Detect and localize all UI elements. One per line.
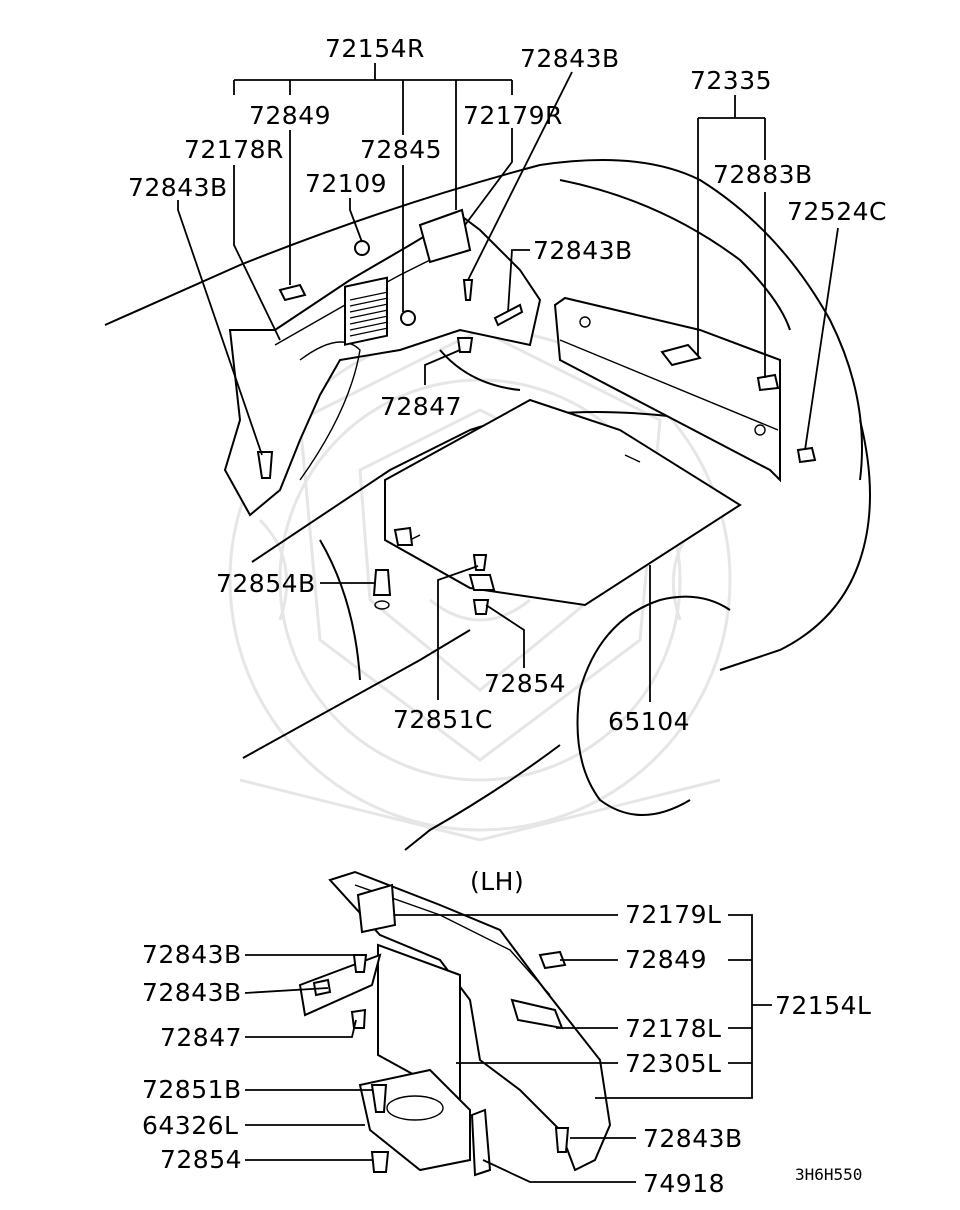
label-72843B-lh3: 72843B: [643, 1124, 743, 1153]
label-72847-top: 72847: [380, 392, 462, 421]
label-72179R: 72179R: [463, 101, 563, 130]
label-72845: 72845: [360, 135, 442, 164]
vehicle-body-outline: [104, 159, 871, 851]
label-72154R: 72154R: [325, 34, 425, 63]
label-72854B: 72854B: [216, 569, 316, 598]
label-72849-top: 72849: [249, 101, 331, 130]
label-72154L: 72154L: [775, 991, 871, 1020]
floor-board-65104: [372, 398, 742, 615]
diagram-code: 3H6H550: [795, 1165, 862, 1184]
label-72843B-lh1: 72843B: [142, 940, 242, 969]
label-72524C: 72524C: [787, 197, 887, 226]
label-72883B: 72883B: [713, 160, 813, 189]
label-72843B-left: 72843B: [128, 173, 228, 202]
label-72847-lh: 72847: [160, 1023, 242, 1052]
label-72109: 72109: [305, 169, 387, 198]
part-labels: 72154R 72843B 72335 72849 72179R 72178R …: [128, 34, 887, 1198]
label-lh-section: (LH): [470, 867, 524, 896]
label-72854-lh: 72854: [160, 1145, 242, 1174]
rear-sill-trim-72335: [553, 296, 817, 483]
label-72843B-top: 72843B: [520, 44, 620, 73]
label-72843B-mid: 72843B: [533, 236, 633, 265]
label-72305L: 72305L: [625, 1049, 721, 1078]
label-72849-lh: 72849: [625, 945, 707, 974]
quarter-trim-rh: [223, 208, 542, 517]
label-72843B-lh2: 72843B: [142, 978, 242, 1007]
label-72851B: 72851B: [142, 1075, 242, 1104]
label-74918: 74918: [643, 1169, 725, 1198]
label-72854-mid: 72854: [484, 669, 566, 698]
label-72851C: 72851C: [393, 705, 493, 734]
label-72335: 72335: [690, 66, 772, 95]
label-64326L: 64326L: [142, 1111, 238, 1140]
leader-lines: [177, 63, 839, 1183]
label-65104: 65104: [608, 707, 690, 736]
label-72179L: 72179L: [625, 900, 721, 929]
label-72178R: 72178R: [184, 135, 284, 164]
label-72178L: 72178L: [625, 1014, 721, 1043]
quarter-trim-lh: [298, 870, 612, 1177]
